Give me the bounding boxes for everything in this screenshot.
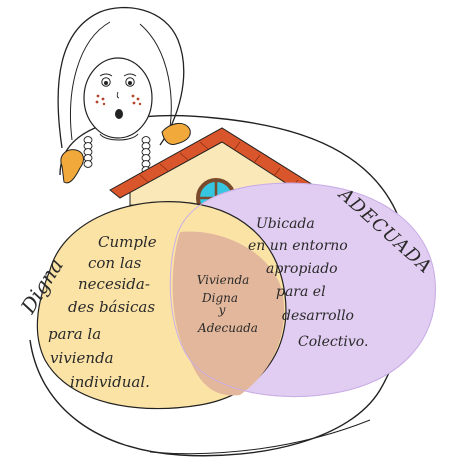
digna-line-3: necesida- (78, 275, 150, 293)
adecuada-line-4: para el (276, 284, 326, 300)
digna-line-7: individual. (70, 373, 150, 391)
bottom-line (150, 420, 370, 454)
adecuada-line-1: Ubicada (256, 216, 315, 232)
intersection-line-4: Adecuada (197, 321, 258, 335)
digna-line-1: Cumple (98, 233, 157, 251)
digna-line-6: vivienda (50, 349, 114, 367)
left-hand (61, 150, 84, 183)
left-braid (84, 137, 92, 168)
mouth (115, 109, 123, 119)
right-hand (162, 123, 190, 144)
adecuada-line-5: desarrollo (282, 308, 354, 324)
adecuada-line-6: Colectivo. (298, 334, 368, 350)
digna-line-2: con las (88, 254, 142, 272)
intersection-line-3: y (218, 303, 226, 317)
digna-line-4: des básicas (68, 298, 155, 316)
adecuada-line-2: en un entorno (248, 238, 348, 254)
intersection-line-1: Vivienda (197, 273, 250, 287)
digna-line-5: para la (48, 325, 101, 343)
adecuada-line-3: apropiado (266, 261, 338, 277)
